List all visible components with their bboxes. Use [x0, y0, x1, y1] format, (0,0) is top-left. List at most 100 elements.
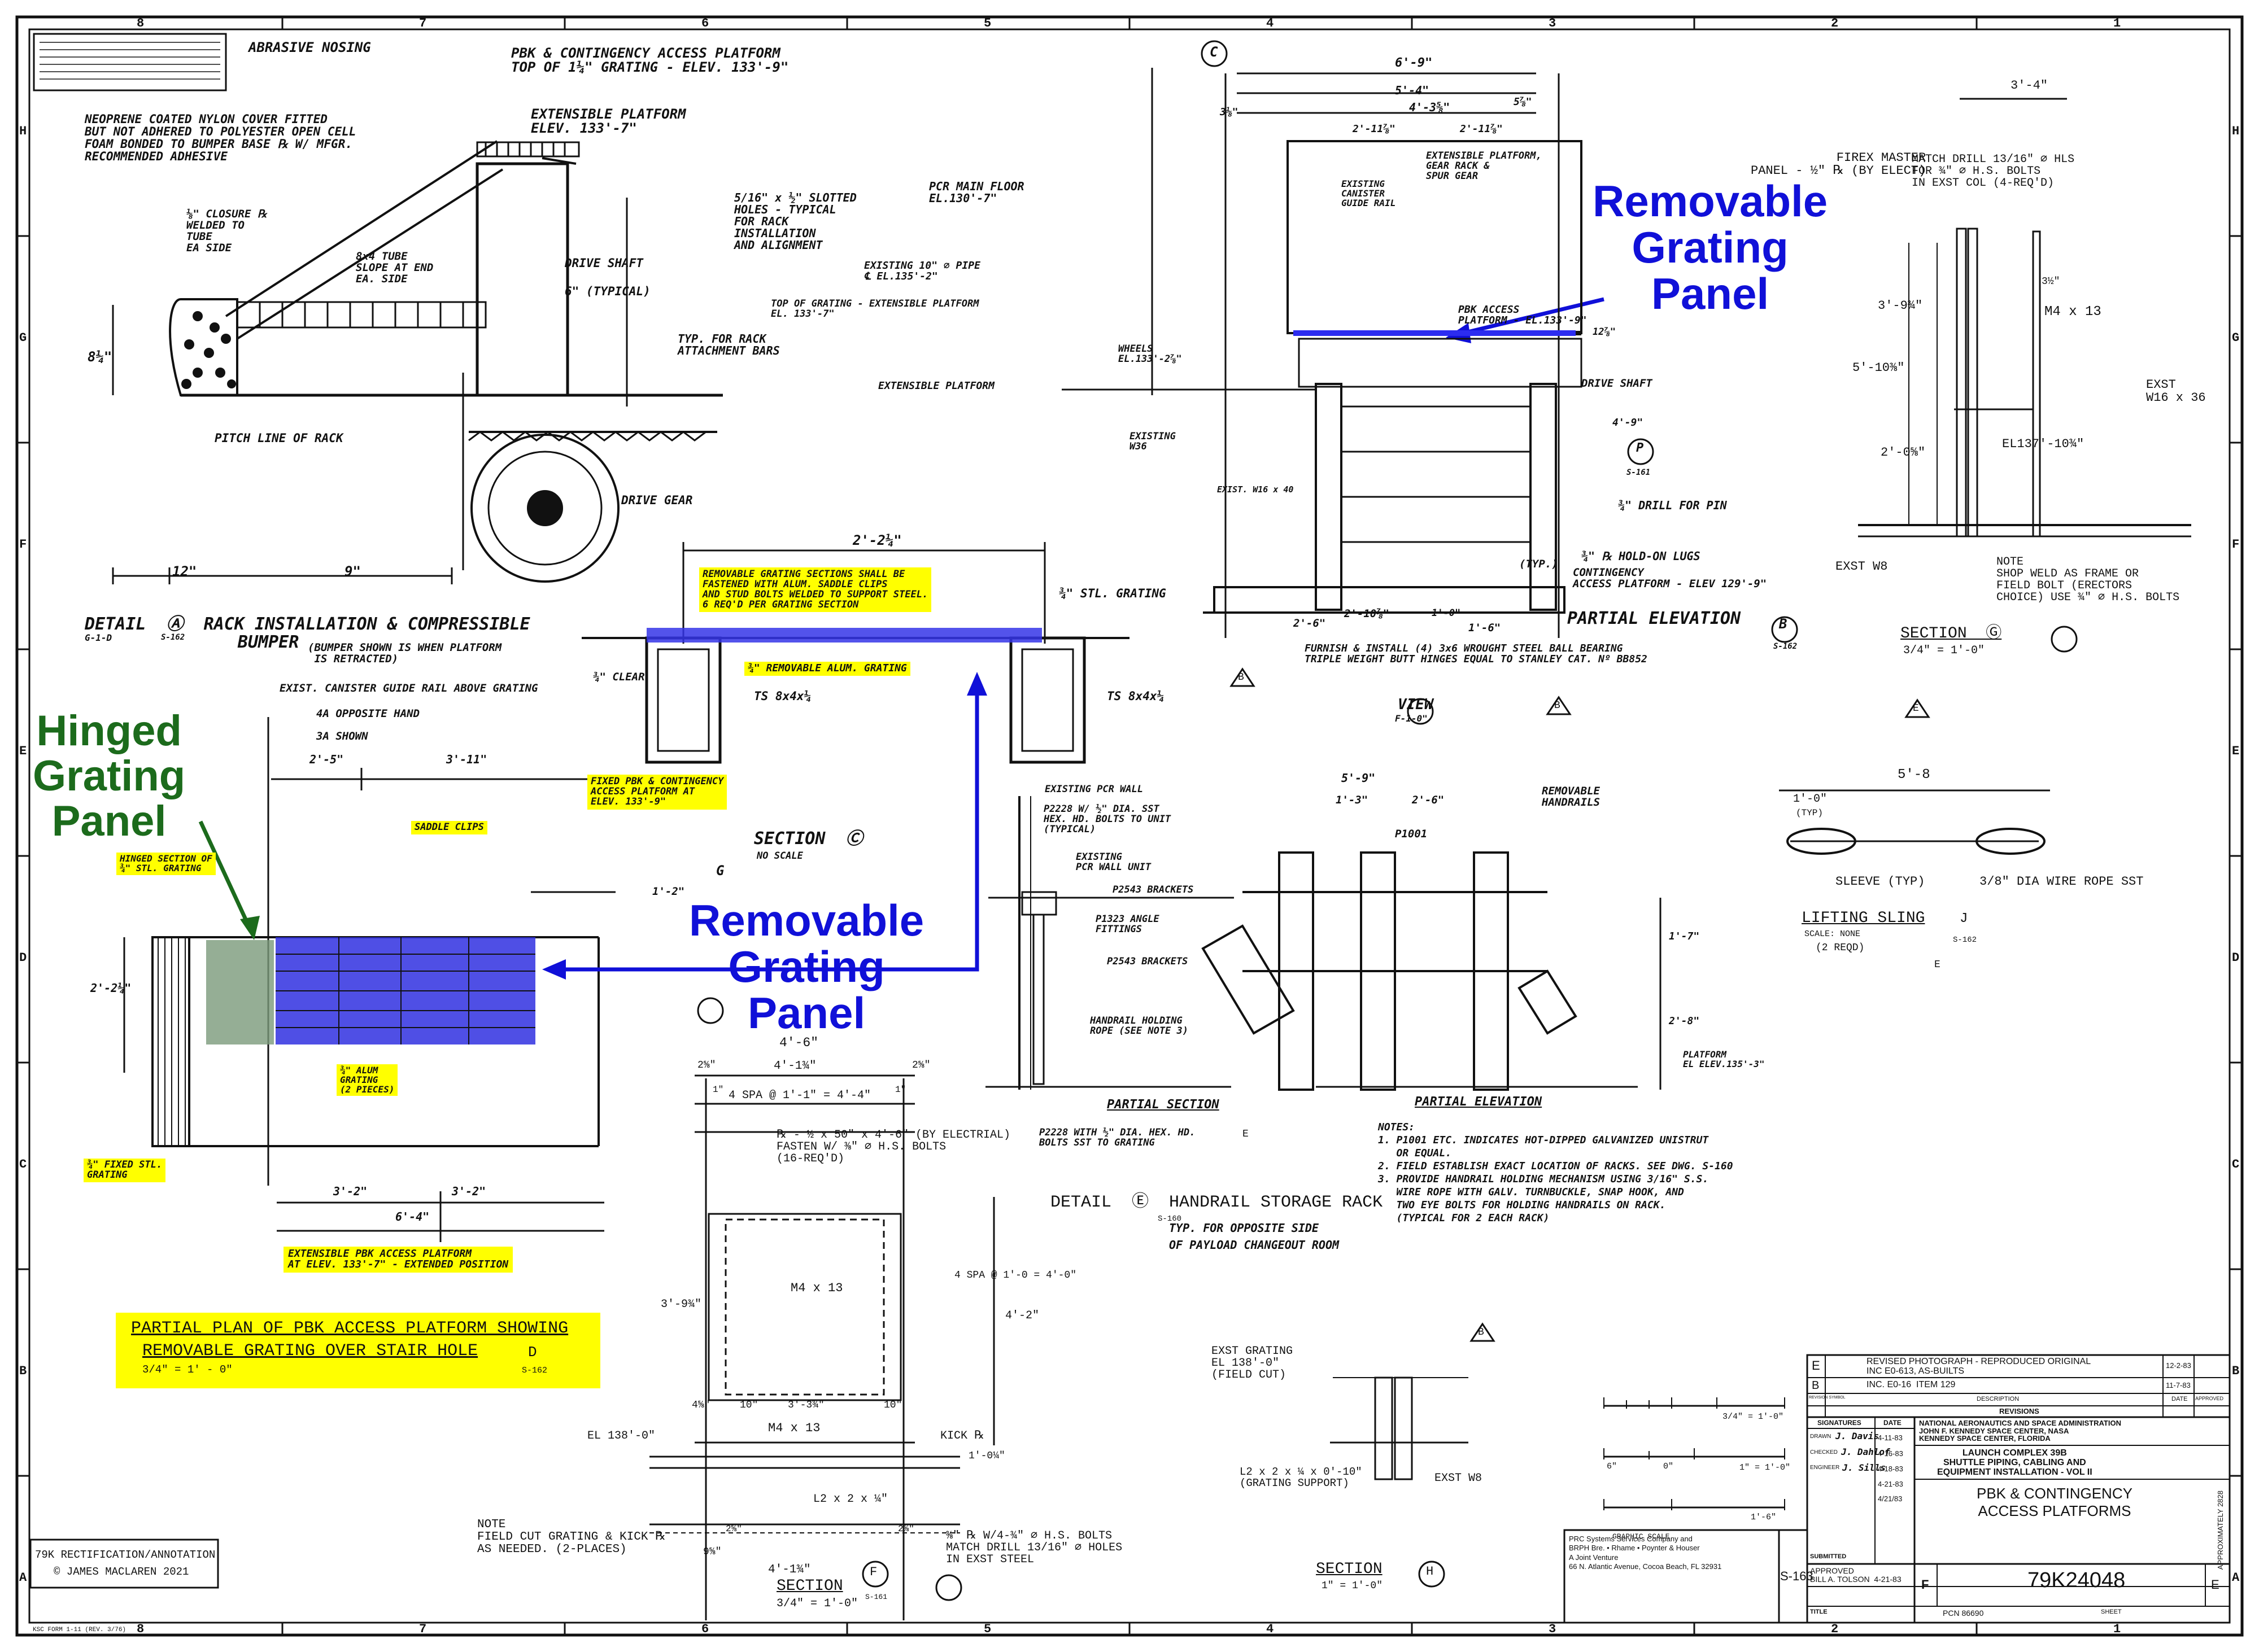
wire-rope-label: 3/8" DIA WIRE ROPE SST [1979, 875, 2144, 889]
rev-b-date: 11-7-83 [2166, 1381, 2191, 1389]
zone-col-bottom-1: 1 [2113, 1622, 2121, 1636]
p2228-bolts-label: P2228 W/ ½" DIA. SST HEX. HD. BOLTS TO U… [1044, 803, 1171, 835]
sec-g-m4x13: M4 x 13 [2044, 304, 2101, 320]
hinges-label: FURNISH & INSTALL (4) 3x6 WROUGHT STEEL … [1305, 643, 1647, 665]
elev-dim-12-7-8: 12⅞" [1593, 326, 1616, 338]
section-c-clear: ¾" CLEAR [593, 671, 645, 683]
zone-col-top-8: 8 [137, 16, 145, 30]
removable-handrails-label: REMOVABLE HANDRAILS [1542, 785, 1600, 808]
sign-name-engineer: J. Sills [1842, 1462, 1886, 1473]
sec-g-dim-3-4: 3'-4" [2011, 78, 2048, 93]
code-ident: PCN 86690 [1943, 1609, 1984, 1618]
tube-label: 8x4 TUBE SLOPE AT END EA. SIDE [356, 250, 434, 285]
zone-row-left-A: A [19, 1571, 27, 1585]
sec-f-m4x13-low: M4 x 13 [768, 1421, 821, 1435]
handrail-rack-drawing [985, 796, 1661, 1091]
zone-row-left-C: C [19, 1157, 27, 1172]
sign-date-5: 4/21/83 [1878, 1494, 1903, 1503]
rev-e-date: 12-2-83 [2166, 1361, 2191, 1370]
partial-plan-title-line1: PARTIAL PLAN OF PBK ACCESS PLATFORM SHOW… [131, 1319, 569, 1338]
lifting-sling-title: LIFTING SLING [1802, 910, 1925, 927]
section-h-scale: 1" = 1'-0" [1322, 1580, 1383, 1592]
section-h-drawing [1330, 1322, 1495, 1588]
zone-row-left-F: F [19, 537, 27, 552]
existing-pcr-wall: EXISTING PCR WALL [1045, 784, 1143, 795]
partial-elevation-marker: B [1779, 616, 1787, 632]
typical-6-label: 6" (TYPICAL) [565, 285, 651, 298]
partial-plan-marker: D [528, 1344, 537, 1361]
drawing-number: 79K24048 [2027, 1568, 2126, 1592]
sign-date-checked: 4-16-83 [1878, 1449, 1903, 1458]
graphic-scale-title: GRAPHIC SCALE [1612, 1532, 1670, 1541]
rack-dim-1-7: 1'-7" [1669, 930, 1700, 942]
p2228-grating-label: P2228 WITH ½" DIA. HEX. HD. BOLTS SST TO… [1039, 1127, 1196, 1148]
zone-col-top-5: 5 [984, 16, 992, 30]
holding-rope-label: HANDRAIL HOLDING ROPE (SEE NOTE 3) [1090, 1015, 1188, 1037]
drive-gear-label: DRIVE GEAR [621, 493, 693, 507]
p1323-fittings: P1323 ANGLE FITTINGS [1096, 914, 1159, 935]
partial-elevation-rack-title: PARTIAL ELEVATION [1415, 1095, 1542, 1109]
plan-dim-1-2: 1'-2" [652, 885, 685, 898]
partial-plan-title-line2: REMOVABLE GRATING OVER STAIR HOLE [142, 1341, 478, 1361]
signatures-header: SIGNATURES [1817, 1419, 1861, 1427]
sec-f-plate-label: ℞ - ½ x 50" x 4'-6" (BY ELECTRIAL) FASTE… [777, 1129, 1010, 1165]
elev-dim-5-7-8: 5⅞" [1514, 96, 1532, 108]
sec-f-spacing-side: 4 SPA @ 1'-0 = 4'-0" [954, 1270, 1077, 1281]
section-f-title: SECTION [777, 1577, 843, 1595]
marker-c: C [1210, 44, 1218, 60]
elev-dim-2-10: 2'-10⅞" [1344, 608, 1390, 620]
pbk-access-elev-label: PBK ACCESS PLATFORM - EL.133'-9" [1458, 304, 1587, 326]
firex-panel-label: FIREX MASTER PANEL - ½" ℞ (BY ELECT) [1751, 151, 1926, 178]
rev-header-approved: APPROVED [2195, 1396, 2224, 1401]
drawing-title-label: PBK & CONTINGENCY ACCESS PLATFORMS [1977, 1485, 2132, 1519]
plan-g-marker: G [716, 863, 725, 879]
zone-col-bottom-3: 3 [1549, 1622, 1556, 1636]
removable-sections-note: REMOVABLE GRATING SECTIONS SHALL BE FAST… [699, 567, 932, 613]
zone-row-right-H: H [2232, 124, 2240, 138]
top-of-grating-label: TOP OF GRATING - EXTENSIBLE PLATFORM EL.… [771, 298, 979, 320]
neoprene-cover-label: NEOPRENE COATED NYLON COVER FITTED BUT N… [85, 112, 356, 164]
contingency-platform-label: CONTINGENCY ACCESS PLATFORM - ELEV 129'-… [1573, 566, 1767, 590]
sec-f-dim-3-3: 3'-3¾" [788, 1400, 825, 1411]
approved-label: APPROVED BILL A. TOLSON 4-21-83 [1810, 1566, 1902, 1584]
rev-mark-4: E [1913, 703, 1919, 714]
existing-w36-label: EXISTING W36 [1130, 431, 1176, 452]
sec-f-dim-10-a: 10" [740, 1400, 758, 1411]
partial-elevation-title: PARTIAL ELEVATION [1567, 609, 1741, 628]
zone-row-right-D: D [2232, 951, 2240, 965]
sec-f-dim-3-9: 3'-9¾" [661, 1298, 702, 1311]
section-c-removable-grating-highlight [647, 628, 1042, 643]
title-block-lines [29, 1354, 2231, 1624]
rev-mark-6: E [1242, 1129, 1249, 1140]
sling-dim-1-0: 1'-0" [1793, 793, 1828, 806]
sec-g-dim-2-0: 2'-0⅝" [1881, 445, 1926, 460]
zone-row-left-H: H [19, 124, 27, 138]
elev-dim-3-1-8: 3⅛" [1220, 106, 1238, 118]
hinged-grating-label: Hinged Grating Panel [33, 707, 186, 845]
dim-12: 12" [172, 563, 197, 579]
sec-f-dim-4-1-top: 4'-1¾" [774, 1060, 817, 1073]
zone-col-top-7: 7 [419, 16, 427, 30]
submitted-label: SUBMITTED [1810, 1553, 1847, 1560]
rev-mark-5: E [1934, 959, 1940, 971]
section-c-stl-grating: ¾" STL. GRATING [1059, 587, 1166, 600]
hinged-section-callout: HINGED SECTION OF ¾" STL. GRATING [116, 853, 216, 875]
elev-dim-4-3: 4'-3⅝" [1409, 100, 1450, 114]
zone-row-right-B: B [2232, 1364, 2240, 1378]
sec-f-dim-1-0: 1'-0¼" [969, 1450, 1005, 1462]
sec-g-dim-3-half: 3½" [2042, 276, 2060, 287]
sign-role-engineer: ENGINEER [1810, 1465, 1840, 1471]
zone-ticks [17, 17, 2242, 1635]
section-h-marker: H [1426, 1564, 1434, 1579]
removable-grating-label-mid: Removable Grating Panel [689, 895, 924, 1038]
existing-guide-rail-label: EXISTING CANISTER GUIDE RAIL [1341, 178, 1396, 208]
rev-e-mark: E [1812, 1358, 1820, 1373]
sec-f-dim-9-5: 9⅝" [703, 1546, 722, 1558]
lifting-sling-qty: (2 REQD) [1816, 942, 1865, 954]
zone-row-right-E: E [2232, 744, 2240, 758]
elev-typ: (TYP.) [1519, 558, 1558, 570]
detail-a-title: DETAIL Ⓐ RACK INSTALLATION & COMPRESSIBL… [85, 614, 530, 652]
removable-grating-label-top: Removable Grating Panel [1593, 176, 1828, 318]
plan-dim-2-5: 2'-5" [309, 753, 344, 766]
agency-label: NATIONAL AERONAUTICS AND SPACE ADMINISTR… [1919, 1419, 2121, 1443]
